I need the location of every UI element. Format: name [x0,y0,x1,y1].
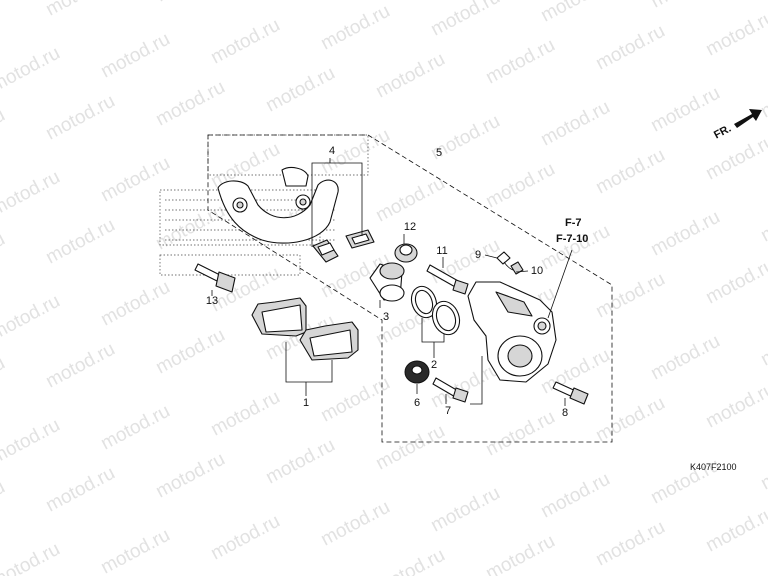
watermark-text: motod.ru [537,0,613,26]
watermark-text: motod.ru [757,193,768,247]
callout-9: 9 [475,249,481,261]
watermark-text: motod.ru [482,407,558,461]
watermark-text: motod.ru [482,35,558,89]
watermark-text: motod.ru [42,215,118,269]
callout-1: 1 [303,397,309,409]
callout-7: 7 [445,405,451,417]
front-direction-indicator: FR. [712,109,762,142]
watermark-text: motod.ru [647,207,723,261]
bleeder-cap [404,360,430,384]
reference-tag-1[interactable]: F-7 [565,217,582,229]
watermark-text: motod.ru [537,469,613,523]
watermark-text: motod.ru [42,339,118,393]
watermark-text: motod.ru [97,29,173,83]
caliper-body [467,281,557,383]
watermark-text: motod.ru [592,517,668,571]
watermark-text: motod.ru [152,325,228,379]
watermark-text: motod.ru [207,15,283,69]
watermark-text: motod.ru [0,415,64,469]
watermark-text: motod.ru [0,105,9,159]
callout-2: 2 [431,359,437,371]
watermark-text: motod.ru [757,441,768,495]
pin-boot [394,243,418,263]
watermark-text: motod.ru [0,353,9,407]
caliper-bolt [552,381,589,405]
watermark-text: motod.ru [262,435,338,489]
brake-pads [251,297,359,361]
watermark-text: motod.ru [427,0,503,40]
watermark-text: motod.ru [0,43,64,97]
callout-8: 8 [562,407,568,419]
watermark-text: motod.ru [702,255,768,309]
pad-spring [312,229,375,263]
caliper-pin [432,377,469,403]
watermark-text: motod.ru [702,131,768,185]
watermark-text: motod.ru [592,145,668,199]
watermark-text: motod.ru [702,379,768,433]
watermark-text: motod.ru [152,449,228,503]
watermark-text: motod.ru [97,153,173,207]
watermark-text: motod.ru [152,201,228,255]
watermark-text: motod.ru [372,421,448,475]
watermark-text: motod.ru [702,7,768,61]
caliper-bracket [217,167,339,244]
watermark-text: motod.ru [0,229,9,283]
callout-6: 6 [414,397,420,409]
piston [369,262,405,302]
watermark-text: motod.ru [42,91,118,145]
watermark-text: motod.ru [427,483,503,537]
watermark-text: motod.ru [97,525,173,576]
watermark-text: motod.ru [0,167,64,221]
watermark-text: motod.ru [152,0,228,6]
watermark-text: motod.ru [372,173,448,227]
watermark-text: motod.ru [647,83,723,137]
callout-4: 4 [329,145,335,157]
watermark-text: motod.ru [262,63,338,117]
watermark-text: motod.ru [592,393,668,447]
bracket-bolt [194,263,236,293]
watermark-text: motod.ru [757,317,768,371]
callout-13: 13 [206,295,218,307]
callout-3: 3 [383,311,389,323]
watermark-text: motod.ru [97,401,173,455]
watermark-text: motod.ru [152,77,228,131]
watermark-text: motod.ru [0,477,9,531]
watermark-text: motod.ru [372,49,448,103]
callout-10: 10 [531,265,543,277]
watermark-text: motod.ru [482,159,558,213]
image-code: K407F2100 [690,462,737,472]
watermark-text: motod.ru [427,235,503,289]
bleeder-valve [496,251,524,275]
watermark-text: motod.ru [42,463,118,517]
reference-tag-2[interactable]: F-7-10 [556,233,588,245]
watermark-text: motod.ru [592,21,668,75]
callout-5: 5 [436,147,442,159]
watermark-text: motod.ru [207,387,283,441]
piston-seals [410,285,461,336]
watermark-text: motod.ru [207,511,283,565]
arrow-right-icon [734,109,762,128]
watermark-text: motod.ru [372,545,448,576]
callout-layer: 1 2 3 4 5 6 7 8 9 10 11 12 13 [206,145,568,419]
watermark-text: motod.ru [592,269,668,323]
watermark-text: motod.ru [482,531,558,576]
watermark-text: motod.ru [97,277,173,331]
watermark-text: motod.ru [647,331,723,385]
leader-lines [211,158,573,406]
watermark-text: motod.ru [317,1,393,55]
watermark-text: motod.ru [702,503,768,557]
callout-12: 12 [404,221,416,233]
pin-bolt [426,264,469,295]
watermark-text: motod.ru [0,291,64,345]
watermark-text: motod.ru [0,539,64,576]
front-label: FR. [712,123,733,142]
watermark-text: motod.ru [317,497,393,551]
watermark-text: motod.ru [42,0,118,20]
watermark-text: motod.ru [647,0,723,12]
callout-11: 11 [436,245,447,257]
watermark-text: motod.ru [0,0,9,34]
watermark-text: motod.ru [537,97,613,151]
